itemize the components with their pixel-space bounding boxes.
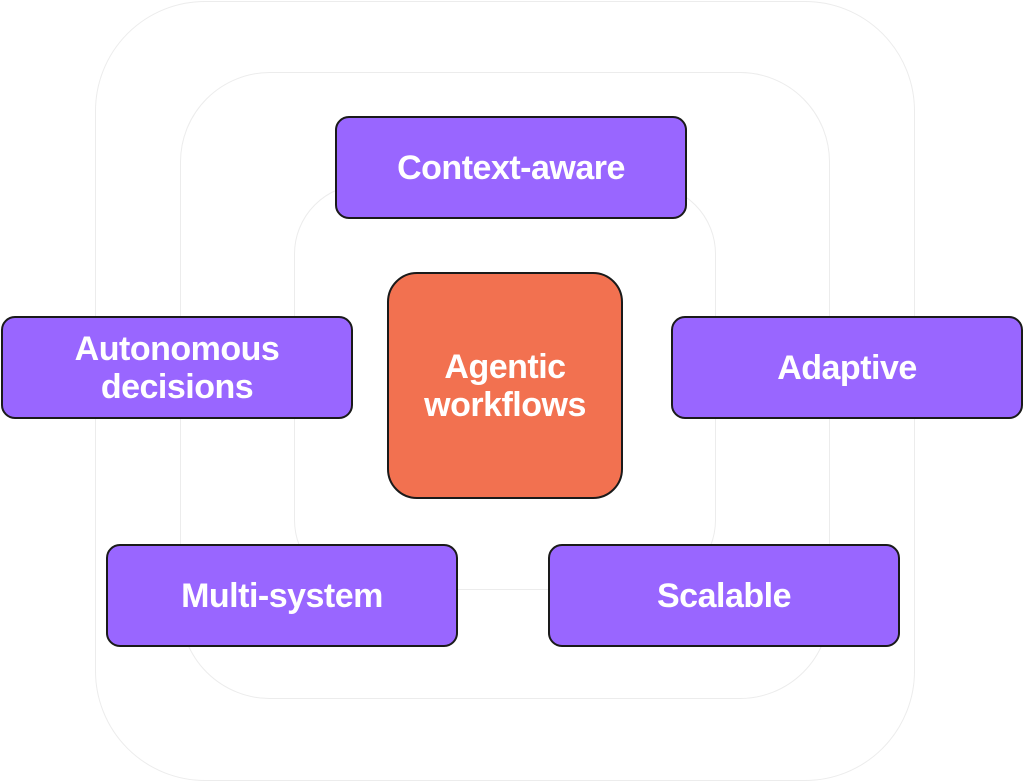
node-autonomous-decisions: Autonomous decisions [1,316,353,419]
node-multi-system: Multi-system [106,544,458,647]
center-node-agentic-workflows: Agentic workflows [387,272,623,499]
node-scalable: Scalable [548,544,900,647]
node-context-aware: Context-aware [335,116,687,219]
node-label: Context-aware [397,148,625,187]
node-label: Adaptive [777,348,917,387]
node-adaptive: Adaptive [671,316,1023,419]
node-label: Autonomous decisions [74,329,280,406]
node-label: Multi-system [181,576,383,615]
center-label: Agentic workflows [424,347,586,424]
node-label: Scalable [657,576,791,615]
